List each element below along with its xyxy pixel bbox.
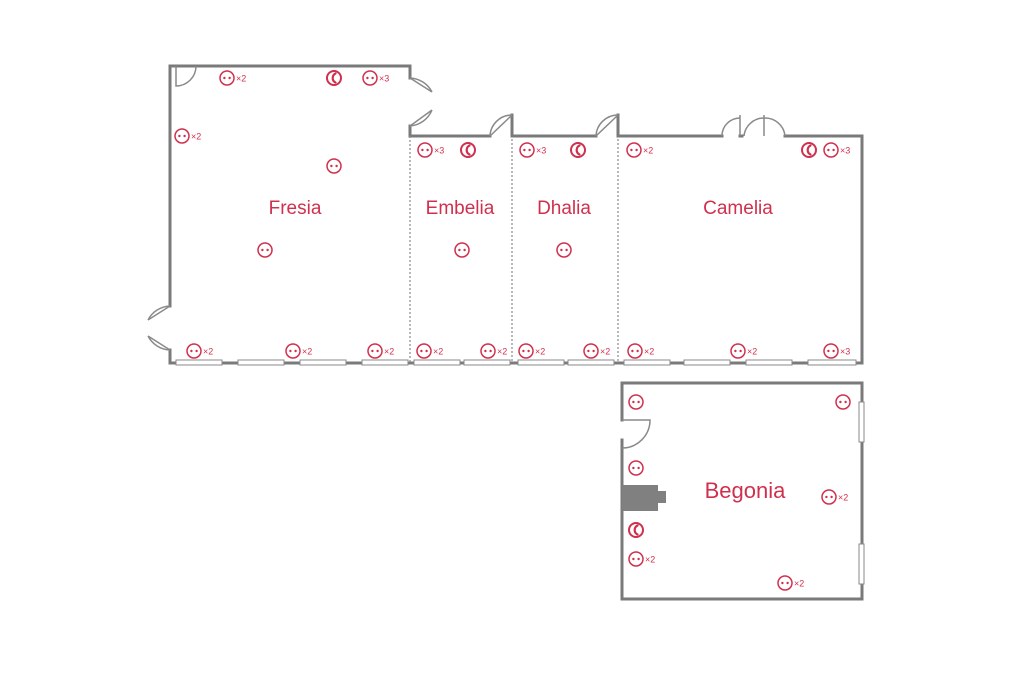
power-socket-icon [519, 142, 535, 158]
socket-multiplier: ×2 [535, 347, 545, 357]
telephone-icon [570, 142, 586, 158]
power-socket-icon [628, 460, 644, 476]
socket-multiplier: ×3 [840, 146, 850, 156]
begonia-door [621, 419, 651, 449]
power-socket-icon [416, 343, 432, 359]
telephone-icon [326, 70, 342, 86]
air-conditioner-unit [622, 485, 666, 511]
bottom-windows [175, 359, 857, 366]
socket-multiplier: ×3 [434, 146, 444, 156]
power-socket-icon [174, 128, 190, 144]
power-socket-icon [628, 551, 644, 567]
embelia-door [489, 114, 513, 137]
power-socket-icon [628, 394, 644, 410]
power-socket-icon [367, 343, 383, 359]
power-socket-icon [626, 142, 642, 158]
power-socket-icon [326, 158, 342, 174]
socket-multiplier: ×2 [645, 555, 655, 565]
room-label-embelia: Embelia [426, 198, 495, 219]
power-socket-icon [835, 394, 851, 410]
room-label-begonia: Begonia [705, 478, 787, 503]
socket-multiplier: ×2 [600, 347, 610, 357]
power-socket-icon [777, 575, 793, 591]
socket-multiplier: ×3 [840, 347, 850, 357]
power-socket-icon [518, 343, 534, 359]
socket-multiplier: ×2 [302, 347, 312, 357]
power-socket-icon [186, 343, 202, 359]
telephone-icon [628, 522, 644, 538]
room-label-camelia: Camelia [703, 198, 773, 219]
begonia-walls [620, 381, 865, 601]
power-socket-icon [285, 343, 301, 359]
power-socket-icon [362, 70, 378, 86]
socket-multiplier: ×2 [838, 493, 848, 503]
socket-multiplier: ×3 [536, 146, 546, 156]
power-socket-icon [219, 70, 235, 86]
power-socket-icon [556, 242, 572, 258]
socket-multiplier: ×2 [236, 74, 246, 84]
doors [147, 65, 786, 351]
power-socket-icon [480, 343, 496, 359]
socket-multiplier: ×2 [433, 347, 443, 357]
fresia-right-door [409, 77, 433, 127]
socket-multiplier: ×2 [384, 347, 394, 357]
telephone-icon [801, 142, 817, 158]
socket-multiplier: ×2 [191, 132, 201, 142]
camelia-door-left [721, 115, 741, 137]
socket-multiplier: ×2 [497, 347, 507, 357]
socket-multiplier: ×3 [379, 74, 389, 84]
fresia-corner-door [175, 65, 197, 87]
socket-multiplier: ×2 [644, 347, 654, 357]
power-socket-icon [823, 142, 839, 158]
camelia-door-right [743, 115, 786, 137]
power-socket-icon [583, 343, 599, 359]
power-socket-icon [823, 343, 839, 359]
socket-multiplier: ×2 [747, 347, 757, 357]
power-socket-icon [730, 343, 746, 359]
room-labels: Fresia Embelia Dhalia Camelia Begonia [269, 198, 787, 503]
room-partitions [409, 113, 620, 363]
socket-multiplier: ×2 [203, 347, 213, 357]
power-socket-icon [257, 242, 273, 258]
power-socket-icon [821, 489, 837, 505]
power-socket-icon [454, 242, 470, 258]
room-label-dhalia: Dhalia [537, 198, 591, 219]
socket-multiplier: ×2 [643, 146, 653, 156]
power-socket-icon [417, 142, 433, 158]
socket-multiplier: ×2 [794, 579, 804, 589]
outlet-symbols: ×2 ×3 ×2 ×2 ×2 ×2 ×3 ×2 ×2 ×3 ×2 ×2 ×2 ×3 ×2 ×2 ×3 ×2 ×2 ×2 [174, 70, 851, 591]
power-socket-icon [627, 343, 643, 359]
telephone-icon [460, 142, 476, 158]
fresia-left-door [147, 305, 171, 351]
room-label-fresia: Fresia [269, 198, 322, 219]
dhalia-door [595, 114, 619, 137]
